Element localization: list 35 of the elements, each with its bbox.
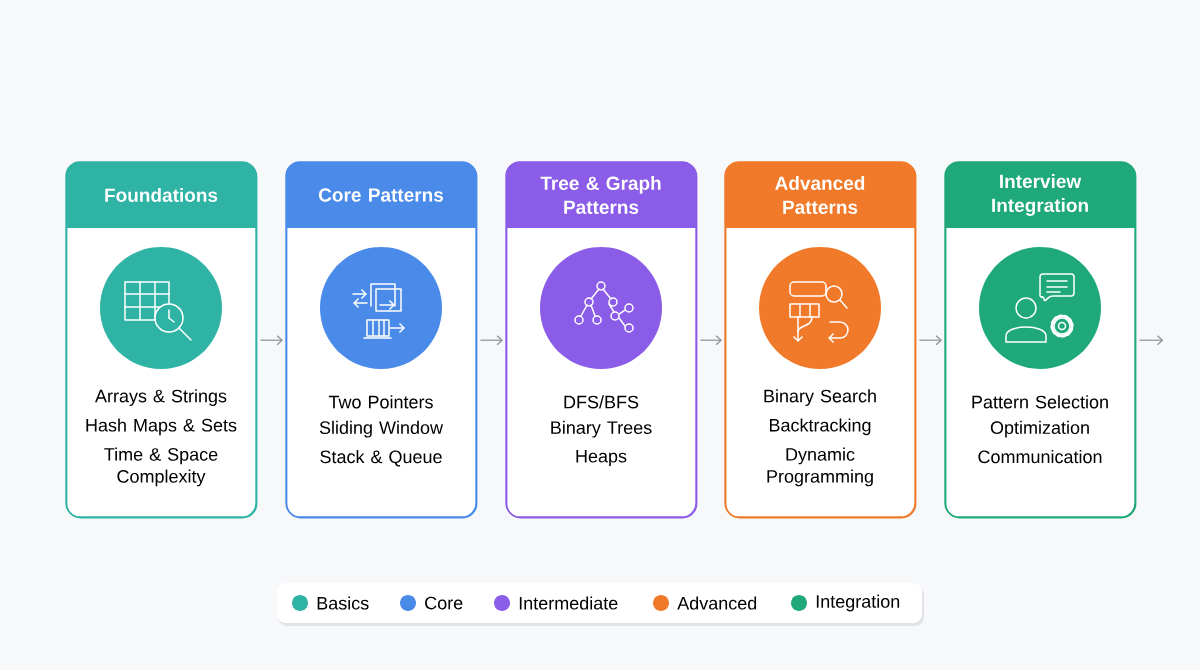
stage-card [285,161,478,519]
card-heading: Advanced Patterns [775,176,865,214]
topic-item: Communication [978,450,1102,464]
legend-label: Intermediate [519,596,618,610]
arrow [259,335,283,346]
topic-item: Stack & Queue [320,450,442,467]
topic-item: Pattern Selection [972,395,1108,409]
card-heading: Interview Integration [992,174,1088,216]
topic-item: Optimization [990,420,1089,438]
topic-item: Two Pointers [328,395,433,409]
stage-card [724,161,917,519]
arrow [699,335,722,346]
legend-label: Integration [816,594,900,612]
legend-label: Advanced [677,596,757,610]
legend-label: Core [425,596,463,610]
stage-card [944,161,1137,519]
card-heading: Tree & Graph Patterns [540,176,661,214]
topic-item: Backtracking [769,418,871,436]
stage-card [505,161,698,519]
arrow [479,335,503,346]
topic-item: Hash Maps & Sets [86,418,237,436]
topic-item: Dynamic Programming [767,447,873,487]
arrow [918,335,942,346]
topic-item: DFS/BFS [564,395,639,409]
card-heading: Foundations [105,188,218,202]
topic-item: Heaps [576,450,627,467]
arrow [1138,335,1164,346]
topic-item: Arrays & Strings [95,389,227,406]
topic-item: Binary Search [764,389,876,406]
topic-item: Sliding Window [319,420,444,438]
card-heading: Core Patterns [318,188,444,202]
legend-label: Basics [317,596,369,610]
topic-item: Time & Space Complexity [104,447,218,487]
topic-item: Binary Trees [551,420,652,438]
stage-card [65,161,258,519]
